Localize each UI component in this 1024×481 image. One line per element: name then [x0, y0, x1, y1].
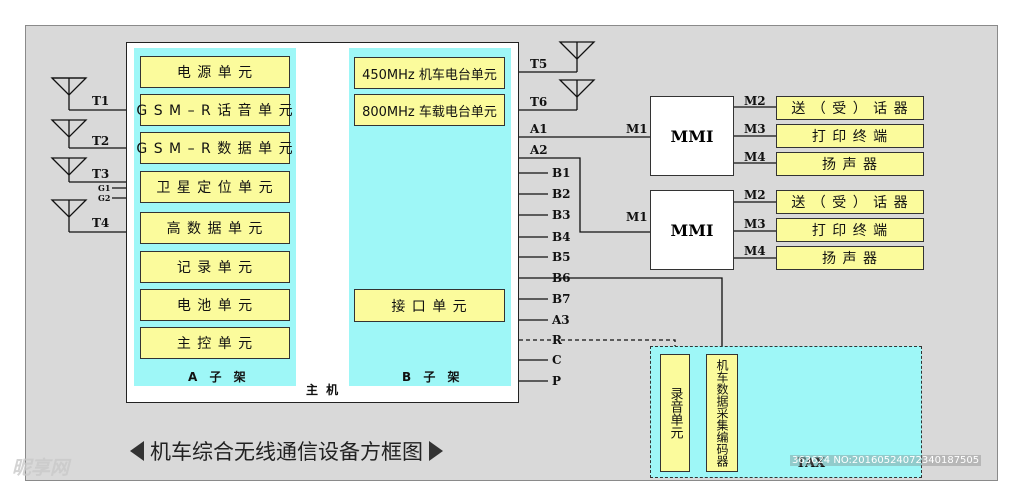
port-b5: B5: [552, 250, 571, 264]
rack-b-unit-450mhz: 450MHz 机车电台单元: [354, 57, 505, 89]
mmi-1: MMI: [650, 96, 734, 176]
port-r: R: [552, 333, 562, 347]
label-t6: T6: [530, 95, 548, 109]
port-b7: B7: [552, 292, 571, 306]
port-b6: B6: [552, 271, 571, 285]
port-a3: A3: [552, 313, 570, 327]
tax-data-encoder: 机车数据采集编码器: [706, 354, 738, 472]
rack-b-unit-800mhz: 800MHz 车载电台单元: [354, 94, 505, 126]
rack-a-unit-battery: 电 池 单 元: [140, 289, 290, 321]
diagram-caption: 机车综合无线通信设备方框图: [130, 436, 443, 466]
port-c: C: [552, 353, 562, 367]
label-t2: T2: [92, 134, 110, 148]
label-t5: T5: [530, 57, 548, 71]
label-t3: T3: [92, 167, 110, 181]
mmi1-device-handset: 送 （ 受 ） 话 器: [776, 96, 924, 120]
mmi2-port-m4: M4: [744, 244, 766, 258]
triangle-right-icon: [429, 441, 443, 461]
mmi-2: MMI: [650, 190, 734, 270]
mmi1-port-m4: M4: [744, 150, 766, 164]
port-b3: B3: [552, 208, 571, 222]
triangle-left-icon: [130, 441, 144, 461]
rack-a-unit-main-control: 主 控 单 元: [140, 327, 290, 359]
label-g2: G2: [98, 193, 111, 203]
rack-a-unit-record: 记 录 单 元: [140, 251, 290, 283]
rack-a-unit-high-data: 高 数 据 单 元: [140, 212, 290, 244]
port-b2: B2: [552, 187, 571, 201]
diagram-title: 机车综合无线通信设备方框图: [150, 440, 423, 464]
tax-record-unit: 录音单元: [660, 354, 690, 472]
mmi1-port-m1: M1: [626, 122, 648, 136]
mmi2-device-handset: 送 （ 受 ） 话 器: [776, 190, 924, 214]
mmi2-port-m2: M2: [744, 188, 766, 202]
rack-b-unit-interface: 接 口 单 元: [354, 289, 505, 322]
mmi1-device-speaker: 扬 声 器: [776, 152, 924, 176]
mmi1-device-printer: 打 印 终 端: [776, 124, 924, 148]
port-b4: B4: [552, 230, 571, 244]
rack-a-unit-power: 电 源 单 元: [140, 56, 290, 88]
tax-unit: [650, 346, 922, 478]
mmi2-port-m3: M3: [744, 217, 766, 231]
mmi1-port-m2: M2: [744, 94, 766, 108]
port-p: P: [552, 374, 562, 388]
mmi1-port-m3: M3: [744, 122, 766, 136]
tax-label: TAX: [796, 456, 826, 471]
label-g1: G1: [98, 183, 111, 193]
rack-a-unit-satellite: 卫 星 定 位 单 元: [140, 171, 290, 203]
watermark-logo: 昵享网: [12, 457, 70, 479]
rack-a-title: A 子 架: [188, 370, 250, 384]
watermark-id: 363624 NO:20160524072340187505: [790, 455, 982, 466]
mmi2-device-speaker: 扬 声 器: [776, 246, 924, 270]
rack-a-unit-gsmr-voice: G S M – R 话 音 单 元: [136, 94, 293, 126]
port-b1: B1: [552, 166, 571, 180]
rack-a-unit-gsmr-data: G S M – R 数 据 单 元: [136, 132, 293, 164]
label-t4: T4: [92, 216, 110, 230]
host-label: 主 机: [306, 383, 341, 397]
mmi2-device-printer: 打 印 终 端: [776, 218, 924, 242]
mmi2-port-m1: M1: [626, 210, 648, 224]
port-a2: A2: [530, 143, 548, 157]
rack-b-title: B 子 架: [402, 370, 464, 384]
label-t1: T1: [92, 94, 110, 108]
port-a1: A1: [530, 122, 548, 136]
